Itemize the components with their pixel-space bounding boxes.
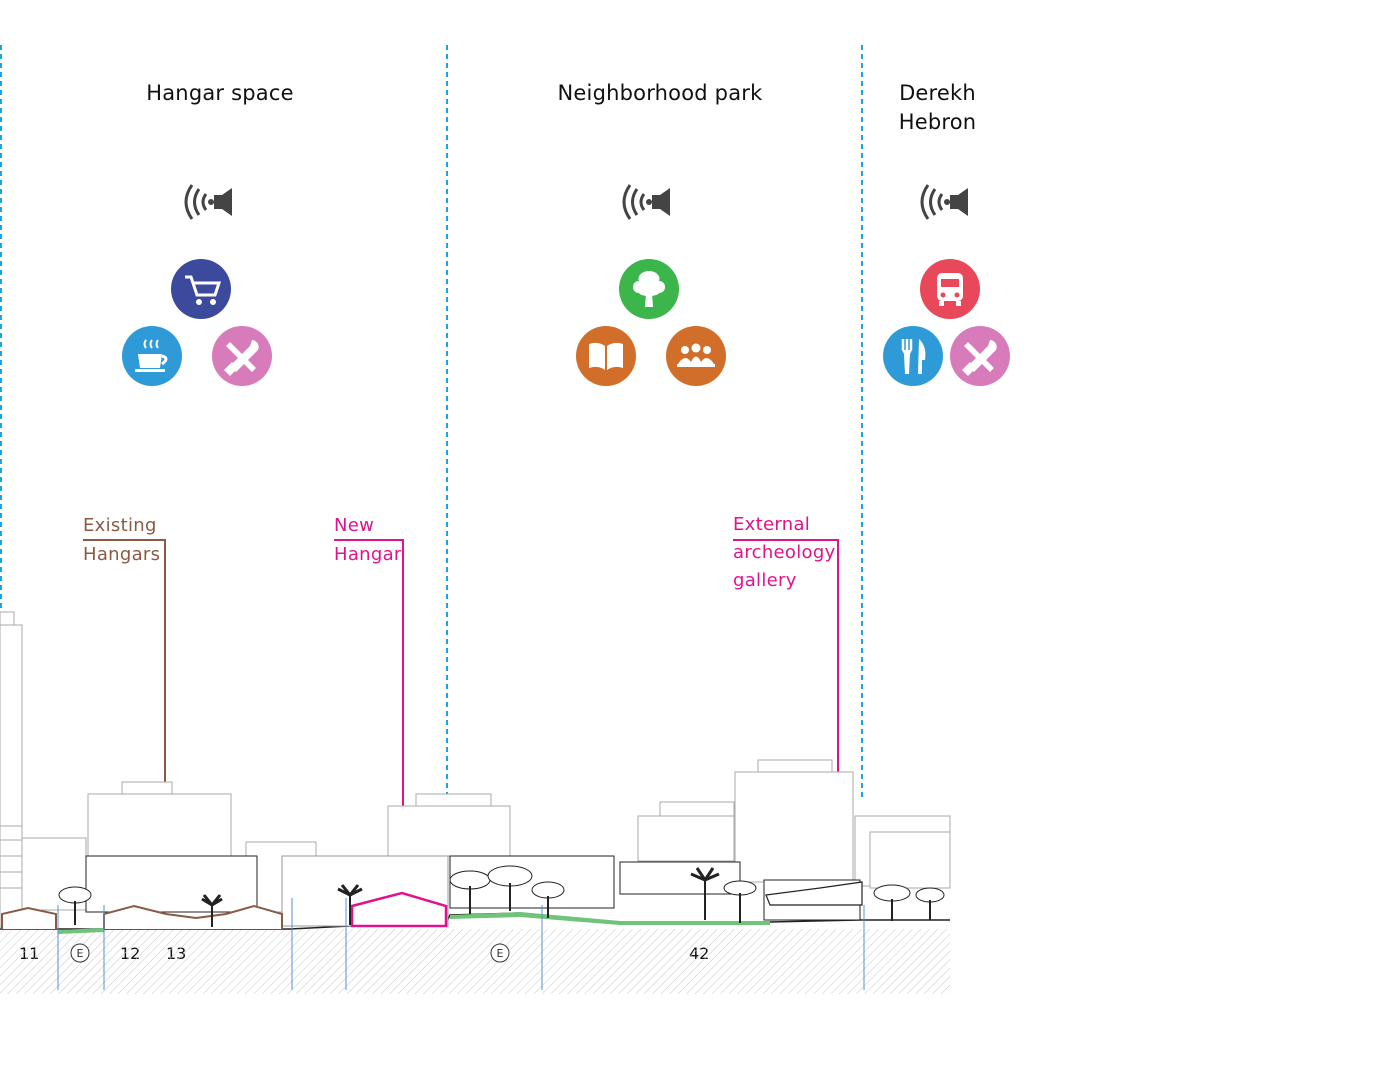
existing-hangars (1, 904, 283, 929)
background-buildings (0, 611, 951, 929)
callout-new-hangar: New Hangar (334, 511, 402, 569)
callout-existing-hangars: Existing Hangars (83, 511, 160, 569)
palm-tree (690, 867, 720, 920)
trees (58, 865, 945, 927)
tree (873, 884, 911, 921)
zone-title-line1: Neighborhood park (557, 81, 763, 105)
callout-line2: Hangars (83, 544, 161, 565)
foreground-buildings (85, 855, 861, 927)
zone-title-line2: Hebron (898, 110, 977, 134)
callout-line3: gallery (733, 570, 797, 591)
tree (58, 886, 92, 925)
callout-line1: Existing (83, 515, 157, 536)
tree (723, 880, 757, 923)
archeology-gallery-roof (765, 881, 863, 906)
callout-line1: External (733, 514, 811, 535)
tree (487, 865, 533, 911)
coffee-cup-icon (122, 326, 182, 386)
soil-hatch (0, 929, 950, 994)
palm-tree (201, 894, 223, 927)
zone-title-hangar-space: Hangar space (120, 79, 320, 108)
e-marker-label: E (497, 947, 504, 960)
ground-green-park (450, 912, 770, 925)
palm-tree (337, 884, 363, 925)
bus-icon (920, 259, 980, 319)
callout-archeology-gallery: External archeology gallery (733, 511, 836, 595)
tree (915, 887, 945, 920)
sound-icon (622, 184, 670, 220)
callout-line2: Hangar (334, 544, 402, 565)
community-group-icon (666, 326, 726, 386)
open-book-icon (576, 326, 636, 386)
zone-title-line1: Derekh (899, 81, 976, 105)
zone-title-neighborhood-park: Neighborhood park (540, 79, 780, 108)
tree (531, 881, 565, 918)
shopping-cart-icon (171, 259, 231, 319)
tools-icon (212, 326, 272, 386)
new-hangar (350, 891, 448, 928)
section-lines (57, 898, 865, 990)
sound-icon (920, 184, 968, 220)
sound-icon (184, 184, 232, 220)
ground-green-left (58, 928, 104, 934)
zone-title-line1: Hangar space (146, 81, 294, 105)
e-marker: E (490, 943, 510, 963)
zone-dividers (0, 45, 863, 800)
e-marker-label: E (77, 947, 84, 960)
callout-line1: New (334, 515, 375, 536)
callout-line2: archeology (733, 542, 836, 563)
tools-icon (950, 326, 1010, 386)
zone-title-derekh-hebron: Derekh Hebron (880, 79, 995, 137)
tree-icon (619, 259, 679, 319)
e-marker: E (70, 943, 90, 963)
fork-knife-icon (883, 326, 943, 386)
